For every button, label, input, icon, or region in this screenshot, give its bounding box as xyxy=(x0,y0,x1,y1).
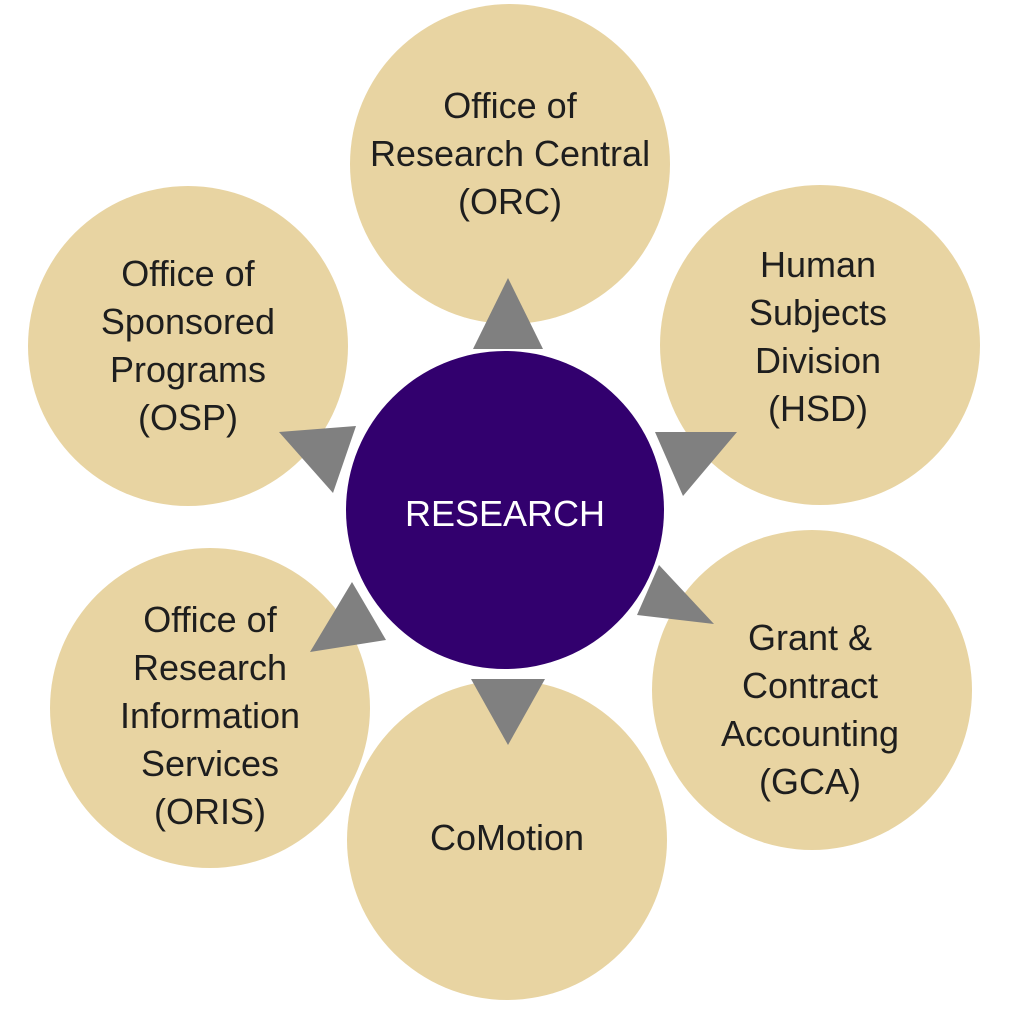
node-gca: Grant & Contract Accounting (GCA) xyxy=(652,530,972,850)
node-hsd-label: Human Subjects Division (HSD) xyxy=(748,244,888,429)
center-label: RESEARCH xyxy=(404,493,606,534)
arrow-to-gca xyxy=(637,565,714,624)
node-oris-label: Office of Research Information Services … xyxy=(119,599,301,832)
node-orc-label: Office of Research Central (ORC) xyxy=(369,85,651,222)
arrow-to-osp xyxy=(279,426,356,493)
arrow-to-hsd xyxy=(655,432,737,496)
node-osp-label: Office of Sponsored Programs (OSP) xyxy=(100,253,276,438)
node-gca-label: Grant & Contract Accounting (GCA) xyxy=(720,617,900,802)
node-comotion-label: CoMotion xyxy=(429,817,585,858)
arrow-to-orc xyxy=(473,278,543,349)
arrow-to-oris xyxy=(310,582,386,652)
node-research-center: RESEARCH xyxy=(346,351,664,669)
node-osp: Office of Sponsored Programs (OSP) xyxy=(28,186,348,506)
node-oris: Office of Research Information Services … xyxy=(50,548,370,868)
arrow-to-comotion xyxy=(471,679,545,745)
node-orc: Office of Research Central (ORC) xyxy=(350,4,670,324)
